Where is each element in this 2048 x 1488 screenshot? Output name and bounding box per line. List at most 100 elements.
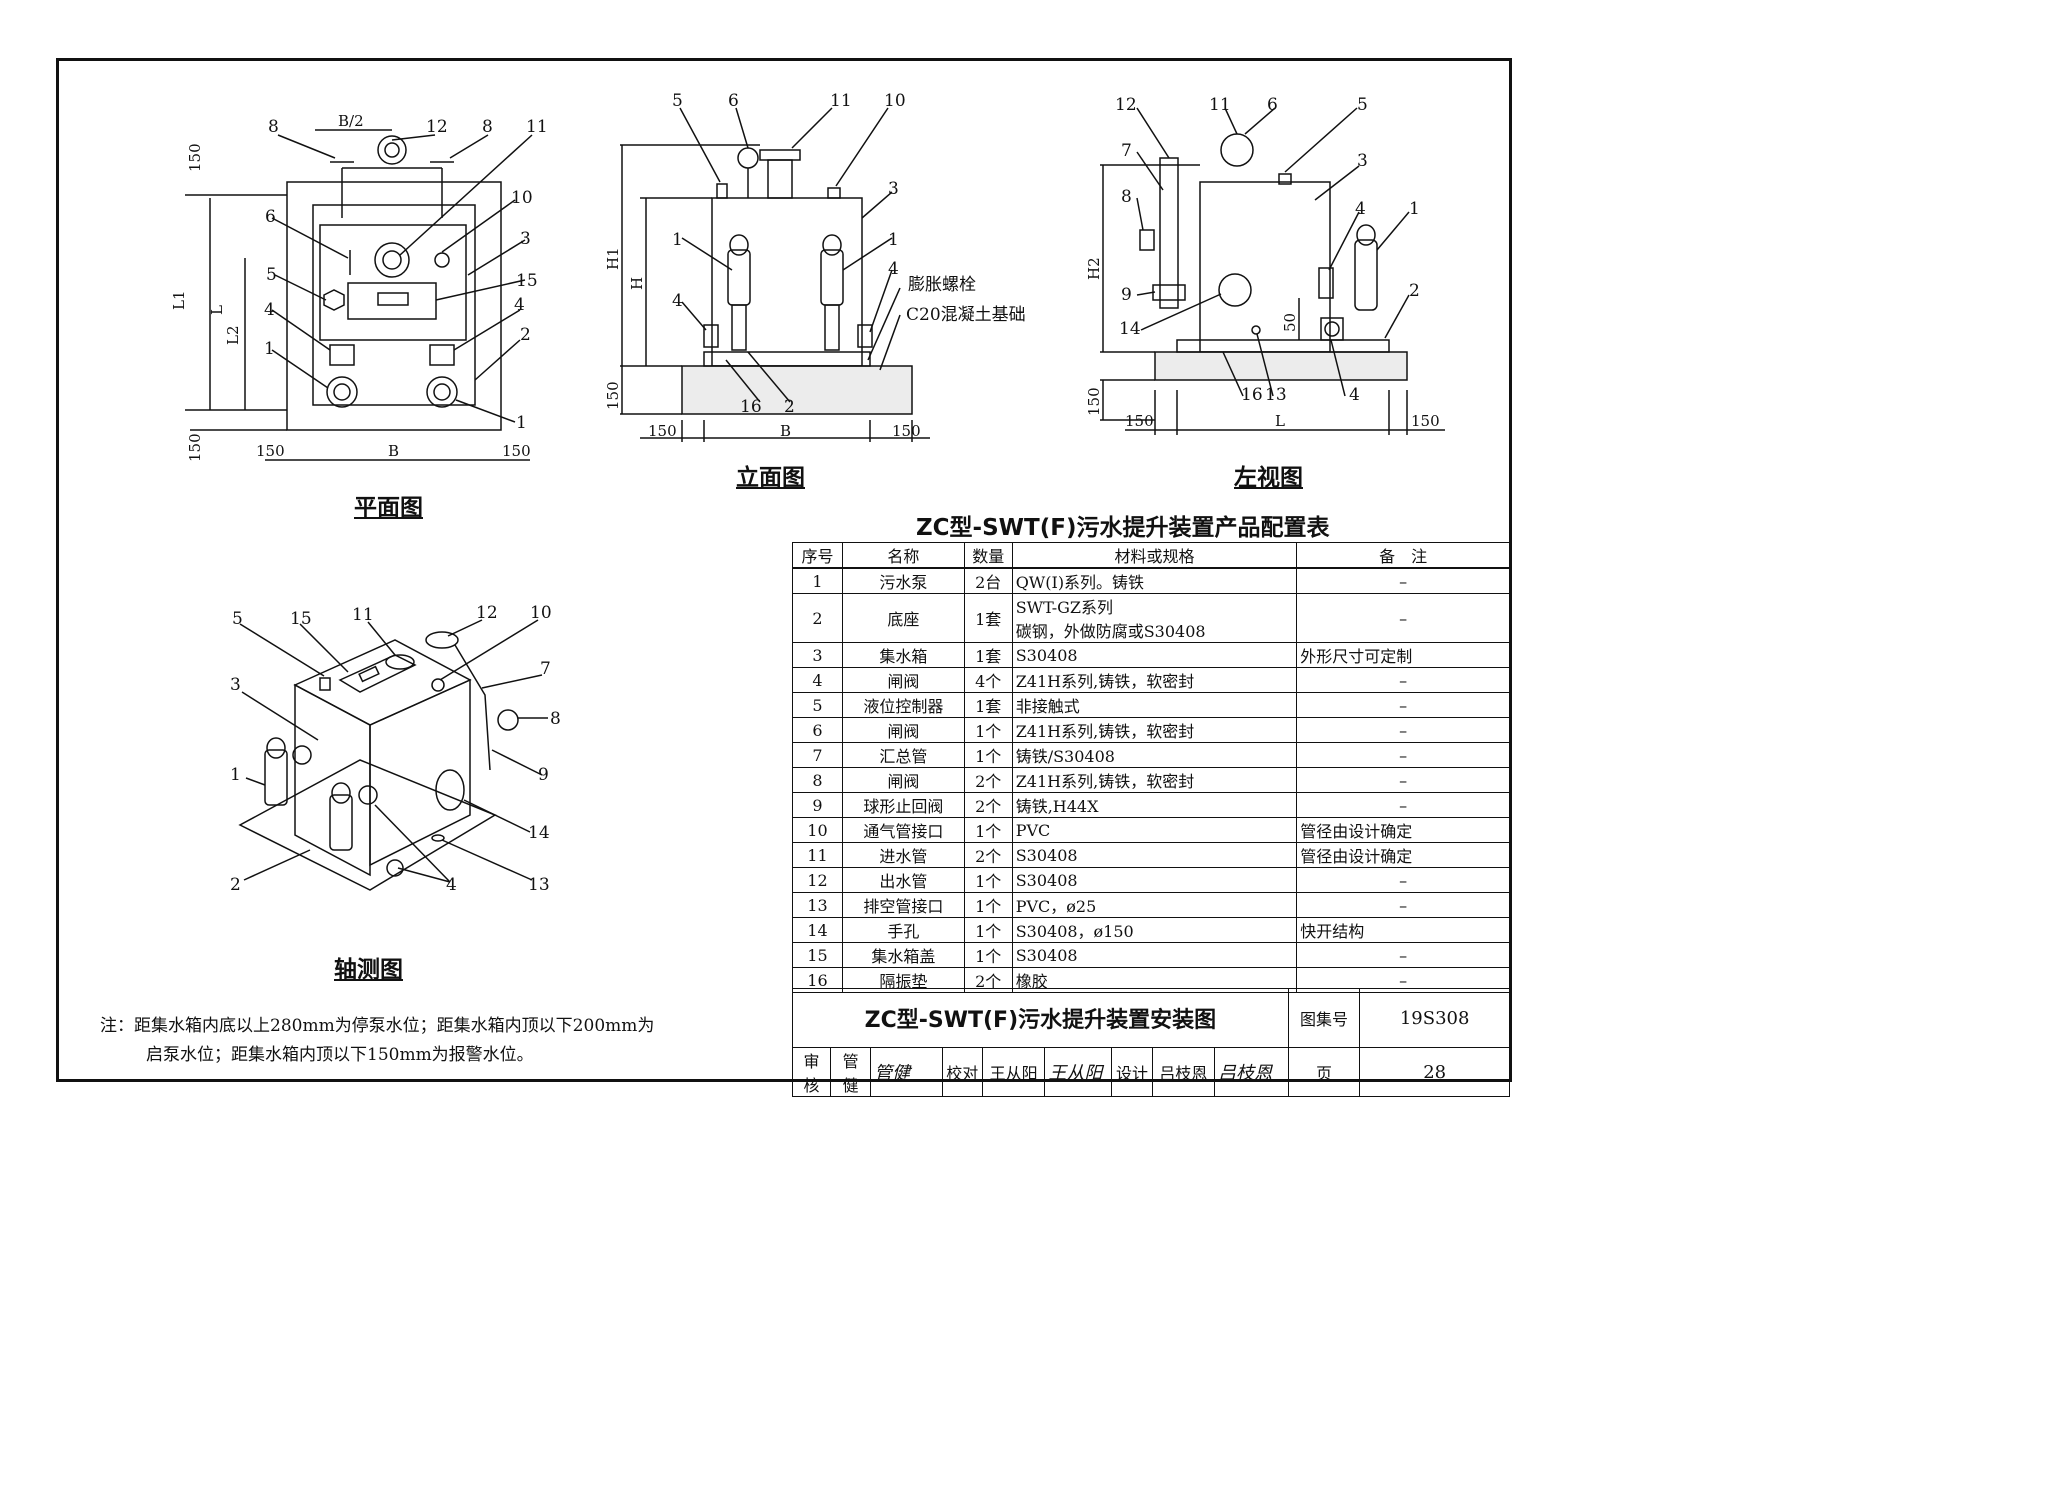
side-label: 13	[1265, 385, 1287, 405]
header-cell: 数量	[963, 542, 1013, 569]
elev-note: C20混凝土基础	[906, 305, 1026, 325]
side-view-title: 左视图	[1234, 465, 1303, 491]
item-quantity: 1个	[963, 717, 1013, 743]
row-number: 2	[792, 593, 843, 643]
plan-label: 10	[511, 188, 533, 208]
axon-label: 15	[290, 609, 312, 629]
side-label: 7	[1121, 141, 1132, 161]
item-quantity: 1套	[963, 692, 1013, 718]
item-spec: 铸铁,H44X	[1011, 792, 1298, 818]
designer-name: 吕枝恩	[1151, 1047, 1216, 1097]
elev-label: 6	[728, 91, 739, 111]
item-spec: 非接触式	[1011, 692, 1298, 718]
plan-cover-handle	[377, 292, 409, 306]
plan-tank-top	[319, 224, 467, 341]
axon-label: 8	[550, 709, 561, 729]
side-steel-base	[1176, 339, 1390, 353]
axon-valve-bottom	[386, 859, 404, 877]
item-remark: –	[1296, 593, 1510, 643]
side-label: 5	[1357, 95, 1368, 115]
side-pump	[1354, 239, 1378, 311]
plan-label: 2	[520, 325, 531, 345]
item-remark: –	[1296, 567, 1510, 594]
side-dim: 150	[1085, 387, 1103, 416]
plan-dim: B/2	[338, 112, 364, 130]
item-spec-line-2: 碳钢，外做防腐或S30408	[1015, 622, 1206, 641]
check-label: 校对	[941, 1047, 983, 1097]
item-name: 出水管	[841, 867, 965, 893]
axon-valve-right	[358, 785, 378, 805]
elev-dim: 150	[648, 422, 677, 440]
plan-dim: L	[208, 305, 226, 315]
side-dim: H2	[1085, 257, 1103, 280]
side-label: 4	[1355, 199, 1366, 219]
item-name: 底座	[841, 593, 965, 643]
item-spec: PVC	[1011, 817, 1298, 843]
axon-label: 7	[540, 659, 551, 679]
axon-label: 5	[232, 609, 243, 629]
elev-label: 1	[672, 230, 683, 250]
plan-label: 11	[526, 117, 548, 137]
axon-gate-valve	[497, 709, 519, 731]
designer-signature: 吕枝恩	[1214, 1047, 1289, 1097]
elevation-view-title: 立面图	[736, 465, 805, 491]
item-remark: –	[1296, 692, 1510, 718]
row-number: 13	[792, 892, 843, 918]
item-quantity: 1套	[963, 642, 1013, 668]
checker-signature: 王从阳	[1044, 1047, 1113, 1097]
item-remark: 外形尺寸可定制	[1296, 642, 1510, 668]
axon-level-controller	[319, 677, 331, 691]
atlas-label: 图集号	[1287, 988, 1361, 1048]
row-number: 12	[792, 867, 843, 893]
side-label: 8	[1121, 187, 1132, 207]
plan-valve-right	[429, 344, 455, 366]
elev-steel-base	[703, 351, 871, 367]
item-name: 液位控制器	[841, 692, 965, 718]
row-number: 15	[792, 942, 843, 968]
plan-level-controller	[323, 289, 345, 311]
plan-dim: 150	[186, 143, 204, 172]
elev-concrete-base	[681, 365, 913, 415]
config-table-title: ZC型-SWT(F)污水提升装置产品配置表	[916, 515, 1330, 541]
side-label: 14	[1119, 319, 1141, 339]
axon-tank-front	[294, 683, 371, 877]
side-dim: L	[1275, 412, 1285, 430]
elev-gate-valve	[737, 147, 759, 169]
side-hand-hole	[1218, 273, 1252, 307]
item-name: 通气管接口	[841, 817, 965, 843]
axon-tank-side	[369, 678, 471, 867]
plan-view-title: 平面图	[354, 495, 423, 521]
review-label: 审核	[792, 1047, 831, 1097]
elev-label: 2	[784, 397, 795, 417]
item-spec: Z41H系列,铸铁，软密封	[1011, 717, 1298, 743]
plan-dim: L1	[170, 290, 188, 310]
item-quantity: 4个	[963, 667, 1013, 693]
item-remark: 管径由设计确定	[1296, 817, 1510, 843]
item-spec: 铸铁/S30408	[1011, 742, 1298, 768]
item-quantity: 2个	[963, 792, 1013, 818]
plan-dim: 150	[186, 433, 204, 462]
header-cell: 备 注	[1296, 542, 1510, 569]
item-name: 手孔	[841, 917, 965, 943]
side-check-valve	[1152, 284, 1186, 301]
note-line-2: 启泵水位；距集水箱内顶以下150mm为报警水位。	[146, 1045, 534, 1065]
side-valve-8	[1139, 229, 1155, 251]
plan-base-outline	[286, 181, 502, 431]
plan-dim: L2	[224, 325, 242, 345]
plan-outlet-flange	[377, 135, 407, 165]
header-cell: 名称	[841, 542, 965, 569]
plan-label: 15	[516, 271, 538, 291]
elev-label: 10	[884, 91, 906, 111]
side-dim: 50	[1281, 313, 1299, 332]
checker-name: 王从阳	[981, 1047, 1046, 1097]
item-spec: Z41H系列,铸铁，软密封	[1011, 767, 1298, 793]
elev-label: 11	[830, 91, 852, 111]
